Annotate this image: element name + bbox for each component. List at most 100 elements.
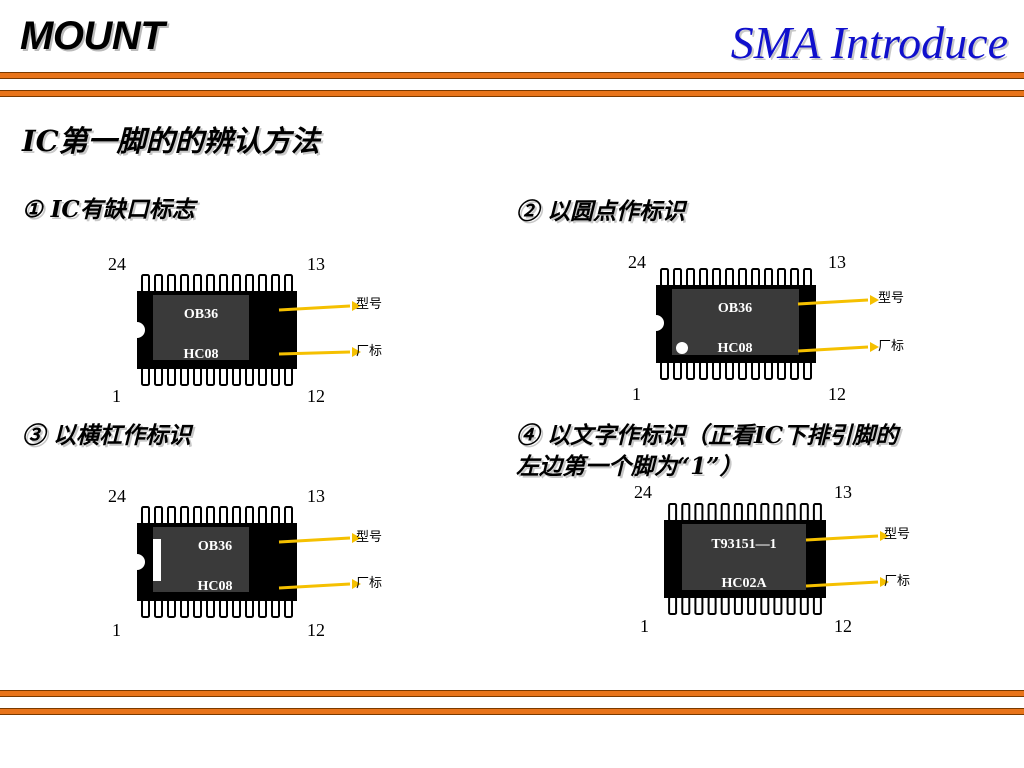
top-pin [193, 274, 202, 293]
top-pin [673, 268, 682, 287]
top-pin [206, 506, 215, 525]
pin-label-12: 12 [834, 616, 852, 636]
ic-diagram-dot: 24 13 1 12 OB36 HC08 型号 厂标 [620, 248, 920, 423]
top-pin-row [141, 274, 293, 293]
callout-arrow-maker [278, 582, 351, 590]
notch-marker [129, 554, 145, 570]
item-4-heading-line-1: ④ 以文字作标识（正看IC下排引脚的 [516, 422, 899, 449]
top-pin [245, 506, 254, 525]
top-pin [707, 503, 717, 522]
top-pin [751, 268, 760, 287]
callout-arrow-model [805, 534, 879, 542]
bottom-pin [725, 361, 734, 380]
top-divider [0, 70, 1024, 100]
bottom-divider-line-1 [0, 690, 1024, 697]
top-pin [245, 274, 254, 293]
bottom-pin [681, 596, 691, 615]
callout-maker-label: 厂标 [884, 574, 910, 589]
bottom-pin [206, 367, 215, 386]
bottom-pin [258, 599, 267, 618]
top-pin [799, 503, 809, 522]
top-pin-row [668, 503, 822, 522]
top-pin [668, 503, 678, 522]
chip-maker-text: HC02A [721, 576, 767, 591]
chip-face [153, 295, 249, 360]
top-pin [284, 506, 293, 525]
top-pin [764, 268, 773, 287]
notch-marker [648, 315, 664, 331]
bottom-pin [712, 361, 721, 380]
pin-label-24: 24 [634, 482, 652, 502]
top-pin [141, 506, 150, 525]
bottom-pin [803, 361, 812, 380]
top-pin [193, 506, 202, 525]
bottom-pin [790, 361, 799, 380]
pin-label-24: 24 [628, 252, 646, 272]
top-pin [660, 268, 669, 287]
pin1-dot-marker [676, 342, 688, 354]
bottom-divider-line-2 [0, 708, 1024, 715]
top-pin [812, 503, 822, 522]
top-pin [167, 274, 176, 293]
chip-maker-text: HC08 [198, 579, 233, 594]
bottom-pin [751, 361, 760, 380]
callout-model-label: 型号 [356, 530, 382, 545]
bottom-pin [180, 367, 189, 386]
callout-model-label: 型号 [356, 297, 382, 312]
pin-label-24: 24 [108, 486, 126, 506]
chip-face [153, 527, 249, 592]
top-pin [141, 274, 150, 293]
bottom-pin [193, 599, 202, 618]
bottom-pin [232, 367, 241, 386]
bottom-pin [686, 361, 695, 380]
bottom-pin [141, 599, 150, 618]
arrowhead-maker [880, 577, 889, 587]
chip-maker-text: HC08 [718, 341, 753, 356]
bottom-pin [738, 361, 747, 380]
bottom-pin [284, 599, 293, 618]
top-pin [219, 274, 228, 293]
pin-label-12: 12 [828, 384, 846, 404]
top-divider-line-1 [0, 72, 1024, 79]
bottom-pin [699, 361, 708, 380]
bottom-pin [219, 599, 228, 618]
top-pin [786, 503, 796, 522]
pin-label-13: 13 [828, 252, 846, 272]
chip-face [672, 289, 799, 355]
bottom-pin [773, 596, 783, 615]
bottom-pin [206, 599, 215, 618]
pin-label-1: 1 [112, 386, 121, 406]
ic-bar-svg: 24 13 1 12 OB36 HC08 型号 厂标 [108, 486, 382, 640]
bottom-pin [694, 596, 704, 615]
bottom-pin [284, 367, 293, 386]
arrowhead-maker [870, 342, 879, 352]
item-4-heading-line-2: 左边第一个脚为“1”） [516, 453, 743, 480]
pin-label-24: 24 [108, 254, 126, 274]
bottom-pin [232, 599, 241, 618]
callout-arrow-maker [278, 350, 351, 356]
bottom-pin [271, 367, 280, 386]
top-pin [258, 274, 267, 293]
bottom-pin [786, 596, 796, 615]
bottom-pin [812, 596, 822, 615]
arrowhead-model [880, 531, 889, 541]
top-pin [720, 503, 730, 522]
top-pin [777, 268, 786, 287]
callout-arrow-model [797, 298, 869, 306]
ic-notch-svg: 24 13 1 12 OB36 HC08 型号 厂标 [108, 254, 382, 406]
bottom-pin [668, 596, 678, 615]
top-pin [271, 506, 280, 525]
chip-model-text: OB36 [184, 307, 218, 322]
arrowhead-model [352, 301, 361, 311]
callout-maker-label: 厂标 [356, 344, 382, 359]
bottom-pin-row [141, 367, 293, 386]
bottom-pin [219, 367, 228, 386]
pin-label-12: 12 [307, 620, 325, 640]
top-pin [271, 274, 280, 293]
bottom-pin [193, 367, 202, 386]
arrowhead-maker [352, 347, 361, 357]
bottom-pin [245, 367, 254, 386]
item-3-heading: ③ 以横杠作标识 [22, 422, 192, 449]
chip-model-text: OB36 [718, 301, 752, 316]
top-pin [760, 503, 770, 522]
